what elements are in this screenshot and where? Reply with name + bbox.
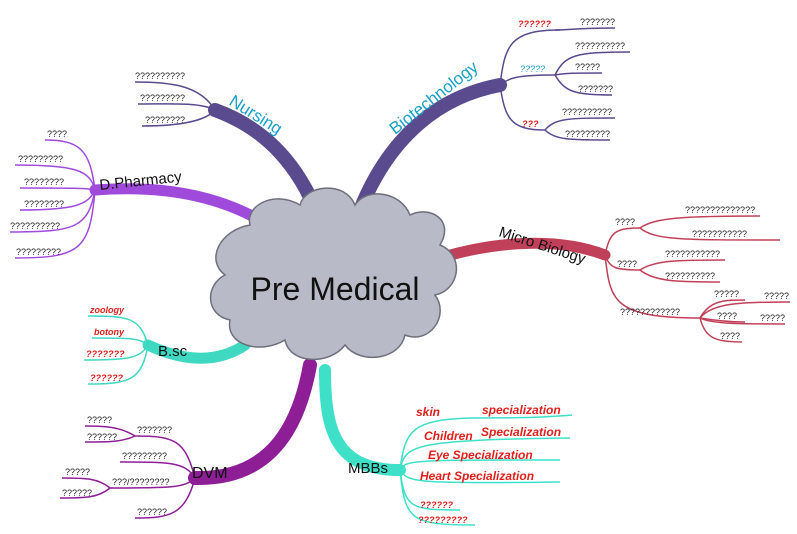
biotech-sub: ???: [522, 119, 539, 129]
biotech-leaf: ?????: [575, 62, 600, 72]
microbio-leaf: ??????????: [665, 271, 715, 281]
dvm-leaf: ??????: [137, 507, 167, 517]
dvm-leaf: ??????: [62, 488, 92, 498]
label-bsc: B.sc: [158, 343, 188, 360]
nursing-leaf: ??????????: [135, 71, 185, 81]
dvm-sub: ?????????: [122, 451, 167, 461]
branch-mbbs: [319, 364, 406, 476]
biotech-sub: ?????: [520, 64, 545, 74]
bsc-leaf-botony: botony: [94, 327, 125, 337]
bsc-leaf: ??????: [90, 373, 123, 383]
center-cloud: [209, 187, 457, 361]
microbio-leaf: ?????: [764, 291, 789, 301]
mbbs-leaf-eye: Eye Specialization: [428, 448, 533, 462]
microbio-sub: ????????????: [620, 307, 680, 317]
microbio-leaf: ????: [717, 311, 737, 321]
microbio-leaf: ????: [720, 331, 740, 341]
branch-bsc: [142, 339, 251, 364]
biotech-leaf: ???????: [580, 17, 615, 27]
label-mbbs: MBBs: [348, 460, 388, 477]
nursing-leaf: ?????????: [140, 93, 185, 103]
label-dvm: DVM: [192, 465, 228, 482]
microbio-leaf: ???????????: [665, 249, 720, 259]
biotech-leaf: ???????: [578, 84, 613, 94]
dvm-leaf: ??????: [87, 432, 117, 442]
center-label: Pre Medical: [251, 271, 420, 307]
microbio-leaf: ?????: [714, 289, 739, 299]
dpharmacy-leaf: ?????????: [18, 154, 63, 164]
dvm-leaf-lines: [59, 425, 196, 519]
bsc-leaf-lines: [83, 315, 149, 385]
dvm-leaf: ?????: [87, 415, 112, 425]
branch-dvm: [188, 358, 317, 486]
microbio-leaf: ?????: [760, 313, 785, 323]
mbbs-leaf-children: Children: [424, 429, 473, 443]
mbbs-leaf-skin: skin: [416, 405, 440, 419]
mbbs-leaf-skin-specialization: specialization: [482, 403, 561, 417]
dvm-leaf: ?????: [65, 467, 90, 477]
microbio-leaf: ??????????????: [685, 205, 755, 215]
dpharmacy-leaf: ????: [47, 129, 67, 139]
microbio-sub: ????: [615, 217, 635, 227]
branch-microbio: [434, 237, 611, 264]
mbbs-leaf: ??????: [420, 500, 453, 510]
microbio-leaf: ???????????: [692, 229, 747, 239]
dpharmacy-leaf-lines: [9, 139, 96, 259]
dpharmacy-leaf: ??????????: [10, 221, 60, 231]
mbbs-leaf: ?????????: [418, 515, 468, 525]
dpharmacy-leaf: ????????: [24, 199, 64, 209]
branch-biotech: [353, 78, 507, 217]
microbio-leaf-lines: [604, 215, 791, 343]
bsc-leaf: ???????: [86, 349, 125, 359]
mbbs-leaf-heart: Heart Specialization: [420, 469, 534, 483]
biotech-leaf: ??????????: [575, 41, 625, 51]
dvm-sub: ???/????????: [112, 477, 170, 487]
microbio-sub: ????: [617, 259, 637, 269]
biotech-leaf: ?????????: [565, 129, 610, 139]
mbbs-leaf-lines: [399, 414, 573, 526]
dpharmacy-leaf: ????????: [24, 177, 64, 187]
branch-dpharmacy: [89, 183, 274, 231]
biotech-sub: ??????: [518, 19, 551, 29]
biotech-leaf-lines: [499, 27, 631, 141]
dvm-sub: ???????: [137, 425, 172, 435]
nursing-leaf-lines: [134, 81, 216, 127]
nursing-leaf: ????????: [145, 115, 185, 125]
biotech-leaf: ??????????: [562, 107, 612, 117]
mbbs-leaf-children-specialization: Specialization: [481, 425, 561, 439]
bsc-leaf-zoology: zoology: [89, 305, 125, 315]
dpharmacy-leaf: ?????????: [16, 247, 61, 257]
